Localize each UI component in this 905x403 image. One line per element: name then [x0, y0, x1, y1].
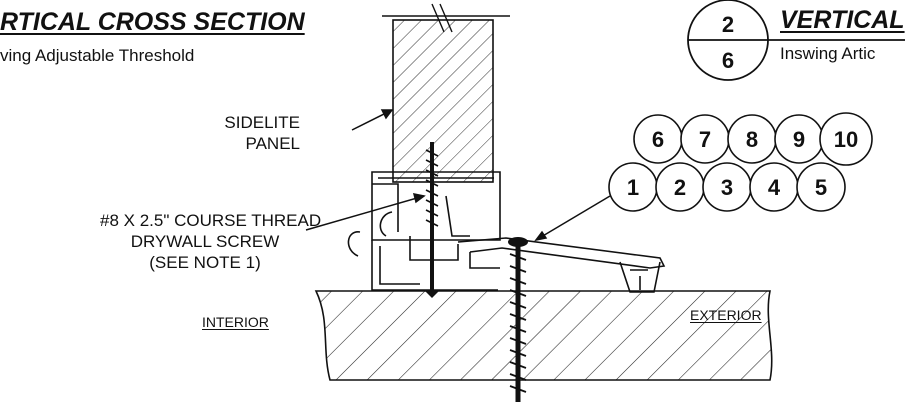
- sidelite-label-line-1: SIDELITE: [224, 113, 300, 132]
- bubble-label-7: 7: [699, 127, 711, 152]
- leader-bubbles: [534, 195, 611, 242]
- screw-label-line-2: DRYWALL SCREW: [130, 232, 280, 251]
- bubble-label-8: 8: [746, 127, 758, 152]
- bubble-label-1: 1: [627, 175, 639, 200]
- leader-sidelite: [351, 109, 394, 131]
- bubble-10: [819, 112, 873, 166]
- detail-number: 2: [722, 12, 734, 37]
- threshold-profile: [457, 237, 666, 293]
- item-bubbles: [608, 112, 873, 212]
- right-title: VERTICAL: [780, 6, 905, 34]
- subfloor: [314, 290, 773, 381]
- right-subtitle: Inswing Artic: [780, 44, 876, 63]
- screw-label-line-3: (SEE NOTE 1): [149, 253, 261, 272]
- screw-label-line-1: #8 X 2.5" COURSE THREAD: [100, 211, 322, 230]
- exterior-label: EXTERIOR: [690, 307, 762, 323]
- sill-frame-profile: [347, 171, 501, 291]
- sheet-number: 6: [722, 48, 734, 73]
- interior-label: INTERIOR: [202, 314, 269, 330]
- detail-numbers: 2 6: [722, 12, 734, 73]
- sidelite-panel-label: SIDELITE PANEL: [224, 112, 300, 154]
- bubble-labels: 6 7 8 9 10 1 2 3 4 5: [627, 127, 858, 200]
- bubble-label-6: 6: [652, 127, 664, 152]
- threshold-screw: [508, 237, 528, 402]
- bubble-label-4: 4: [768, 175, 781, 200]
- bubble-label-10: 10: [834, 127, 858, 152]
- screw-label: #8 X 2.5" COURSE THREAD DRYWALL SCREW (S…: [100, 210, 322, 273]
- bubble-label-9: 9: [793, 127, 805, 152]
- left-subtitle: ving Adjustable Threshold: [0, 46, 195, 65]
- sidelite-panel: [382, 3, 510, 183]
- bubble-label-2: 2: [674, 175, 686, 200]
- leader-screw: [305, 193, 426, 231]
- sill-screw: [424, 142, 440, 298]
- bubble-label-5: 5: [815, 175, 827, 200]
- bubble-label-3: 3: [721, 175, 733, 200]
- sidelite-label-line-2: PANEL: [245, 134, 301, 153]
- detail-callout-symbol: [687, 0, 905, 81]
- bubble-5: [796, 162, 846, 212]
- left-title: RTICAL CROSS SECTION: [0, 8, 305, 36]
